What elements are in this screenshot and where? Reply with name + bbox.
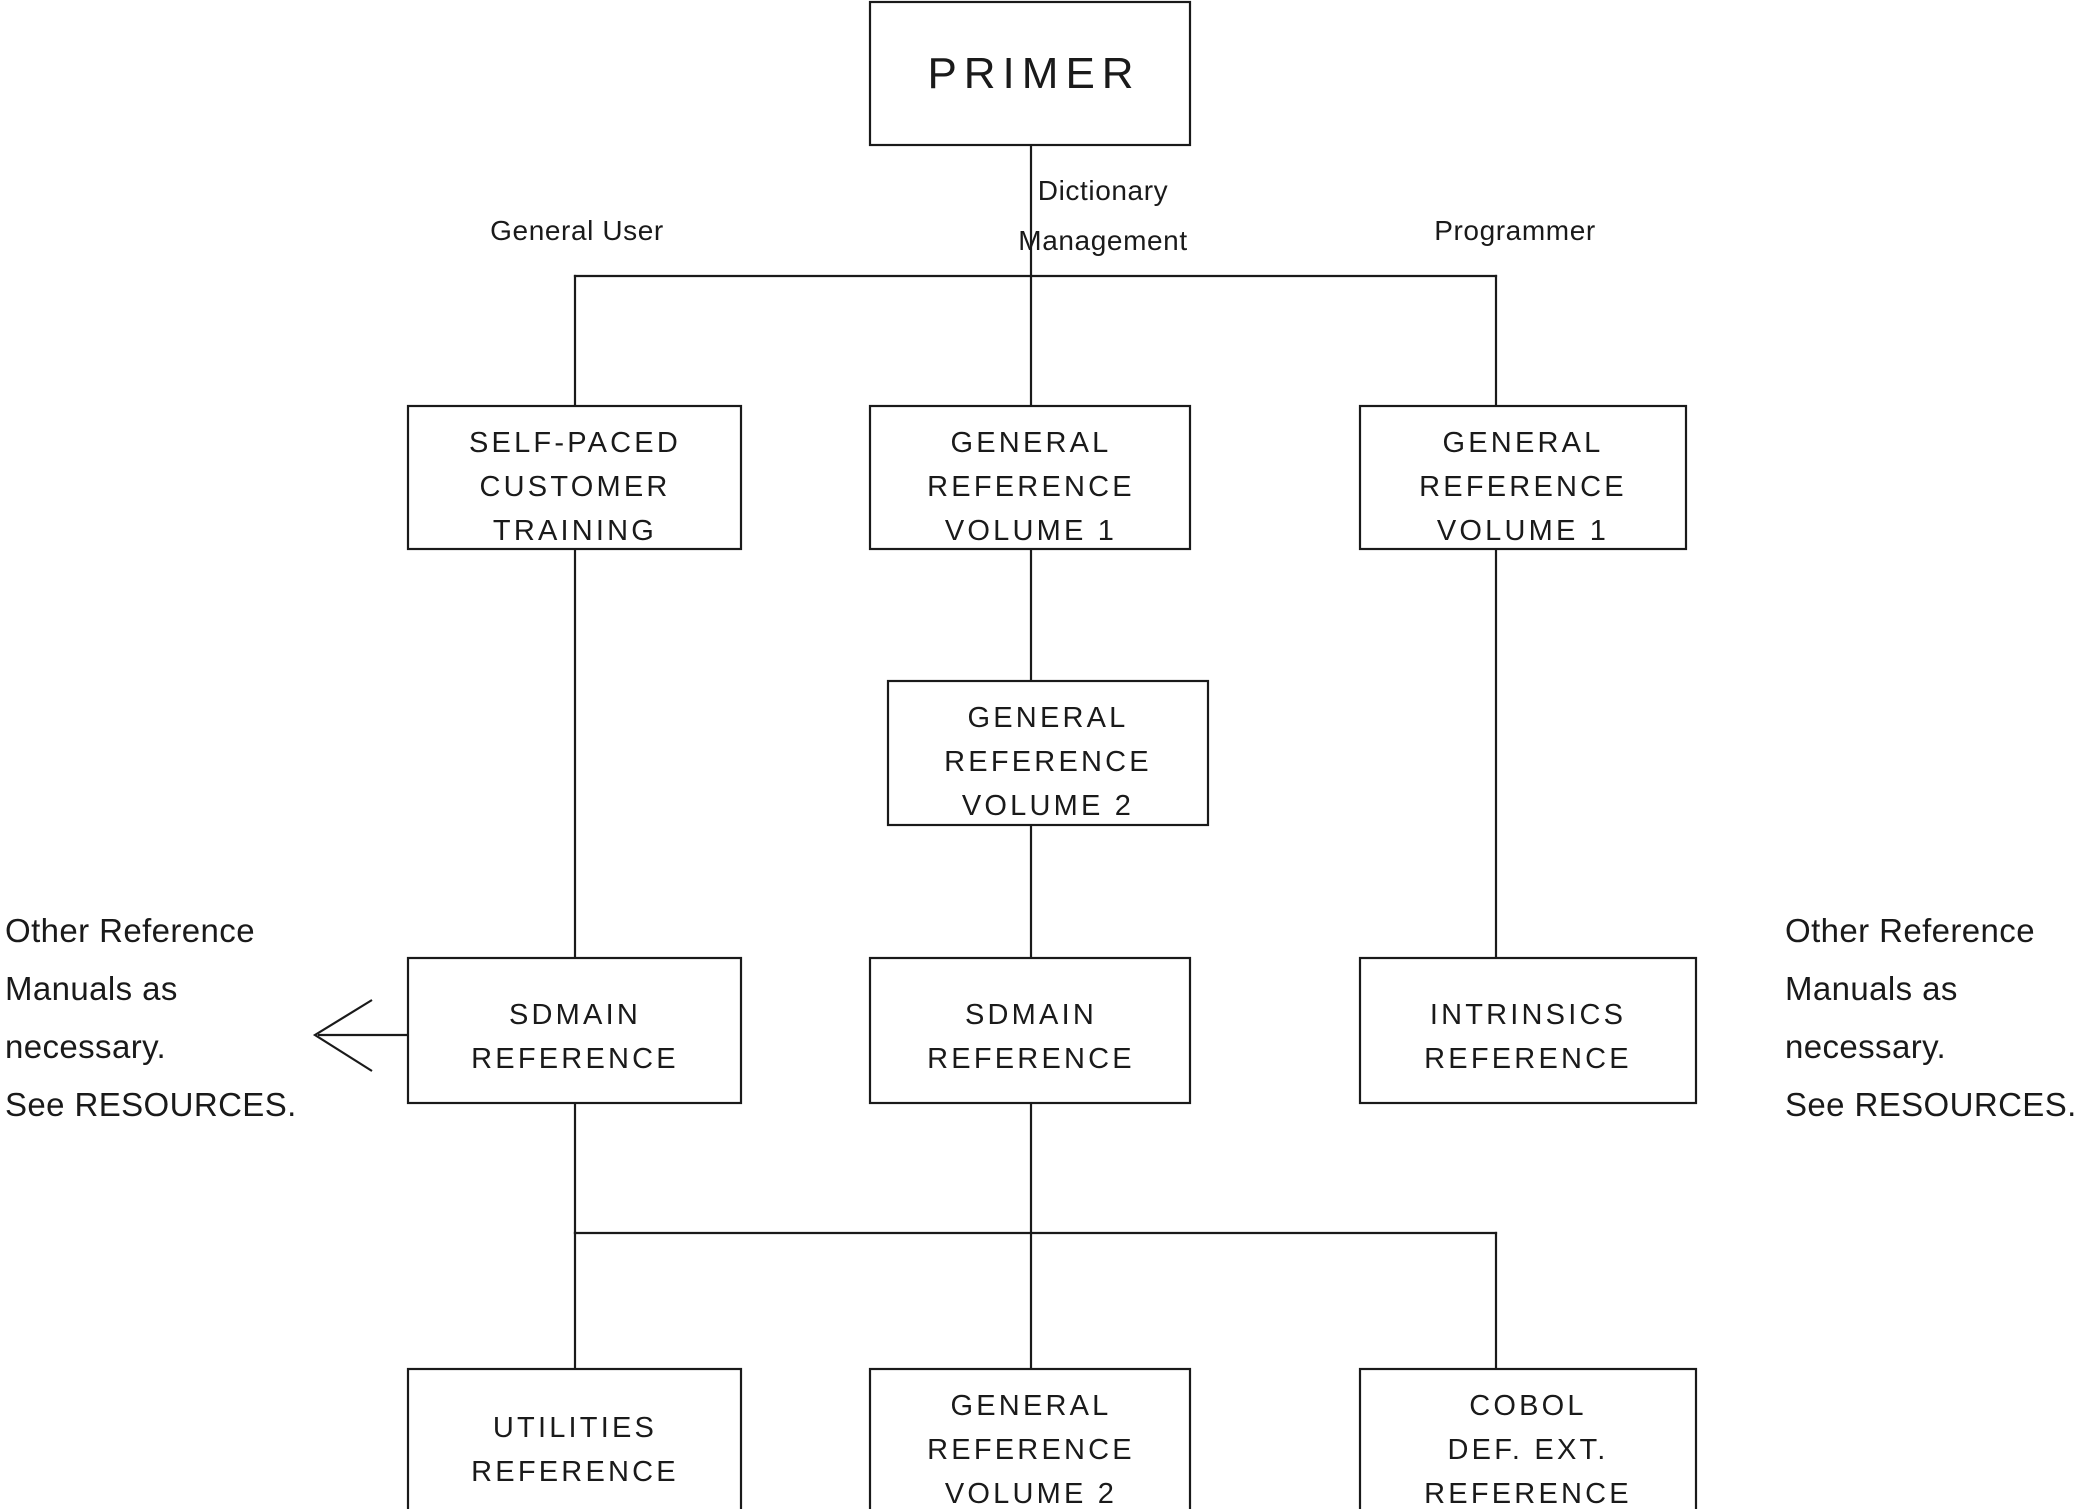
node-sdmain-reference-left[interactable]: SDMAIN REFERENCE	[406, 956, 743, 1105]
node-utilities-line2: REFERENCE	[471, 1456, 679, 1488]
note-left-line2: Manuals as	[5, 970, 178, 1007]
node-cobol-line2: DEF. EXT.	[1448, 1434, 1609, 1466]
node-gr-v1-pg-line1: GENERAL	[1443, 427, 1604, 459]
node-general-reference-volume-2-mid[interactable]: GENERAL REFERENCE VOLUME 2	[886, 679, 1210, 827]
node-gr-v2-bottom-line1: GENERAL	[951, 1390, 1112, 1422]
node-cobol-line3: REFERENCE	[1424, 1478, 1632, 1509]
edge-label-dictionary-management-line2: Management	[1018, 225, 1187, 256]
node-utilities-reference[interactable]: UTILITIES REFERENCE	[406, 1367, 743, 1509]
node-sdmain-reference-mid[interactable]: SDMAIN REFERENCE	[868, 956, 1192, 1105]
node-gr-v2-bottom-line3: VOLUME 2	[945, 1478, 1117, 1509]
node-sdmain-mid-line2: REFERENCE	[927, 1043, 1135, 1075]
note-left-line1: Other Reference	[5, 912, 255, 949]
node-sdmain-reference-left-box[interactable]	[406, 956, 743, 1105]
node-gr-v1-pg-line2: REFERENCE	[1419, 471, 1627, 503]
node-utilities-reference-box[interactable]	[406, 1367, 743, 1509]
note-right-line4: See RESOURCES.	[1785, 1086, 2077, 1123]
node-primer-box[interactable]	[868, 0, 1192, 147]
node-gr-v2-mid-line2: REFERENCE	[944, 746, 1152, 778]
node-intrinsics-line2: REFERENCE	[1424, 1043, 1632, 1075]
node-general-reference-volume-1-dm-box[interactable]	[868, 404, 1192, 551]
node-primer-label: PRIMER	[927, 49, 1140, 98]
node-gr-v1-dm-line3: VOLUME 1	[945, 515, 1117, 547]
node-self-paced-line3: TRAINING	[493, 515, 657, 547]
node-utilities-line1: UTILITIES	[493, 1412, 657, 1444]
node-gr-v2-mid-line3: VOLUME 2	[962, 790, 1134, 822]
connector-lines	[573, 143, 1498, 1371]
node-general-reference-volume-2-mid-box[interactable]	[886, 679, 1210, 827]
node-gr-v2-bottom-line2: REFERENCE	[927, 1434, 1135, 1466]
node-general-reference-volume-1-dm[interactable]: GENERAL REFERENCE VOLUME 1	[868, 404, 1192, 551]
node-sdmain-reference-mid-box[interactable]	[868, 956, 1192, 1105]
node-gr-v1-dm-line1: GENERAL	[951, 427, 1112, 459]
node-gr-v1-dm-line2: REFERENCE	[927, 471, 1135, 503]
node-sdmain-left-line1: SDMAIN	[509, 999, 641, 1031]
node-intrinsics-reference[interactable]: INTRINSICS REFERENCE	[1358, 956, 1698, 1105]
note-left-line4: See RESOURCES.	[5, 1086, 297, 1123]
note-right-line2: Manuals as	[1785, 970, 1958, 1007]
node-self-paced-customer-training-box[interactable]	[406, 404, 743, 551]
node-intrinsics-line1: INTRINSICS	[1430, 999, 1626, 1031]
edge-label-general-user: General User	[490, 215, 664, 246]
node-general-reference-volume-2-bottom[interactable]: GENERAL REFERENCE VOLUME 2	[868, 1367, 1192, 1509]
edge-label-programmer: Programmer	[1434, 215, 1596, 246]
note-left-line3: necessary.	[5, 1028, 166, 1065]
node-general-reference-volume-1-pg[interactable]: GENERAL REFERENCE VOLUME 1	[1358, 404, 1688, 551]
node-self-paced-customer-training[interactable]: SELF-PACED CUSTOMER TRAINING	[406, 404, 743, 551]
node-general-reference-volume-1-pg-box[interactable]	[1358, 404, 1688, 551]
note-right-line1: Other Reference	[1785, 912, 2035, 949]
node-gr-v2-mid-line1: GENERAL	[968, 702, 1129, 734]
edge-label-dictionary-management-line1: Dictionary	[1038, 175, 1168, 206]
node-cobol-def-ext-reference-box[interactable]	[1358, 1367, 1698, 1509]
note-left-other-reference-manuals: Other Reference Manuals as necessary. Se…	[5, 912, 297, 1123]
node-gr-v1-pg-line3: VOLUME 1	[1437, 515, 1609, 547]
branch-edge-labels: General User Dictionary Management Progr…	[490, 175, 1596, 256]
node-self-paced-line1: SELF-PACED	[469, 427, 681, 459]
node-sdmain-mid-line1: SDMAIN	[965, 999, 1097, 1031]
node-intrinsics-reference-box[interactable]	[1358, 956, 1698, 1105]
node-general-reference-volume-2-bottom-box[interactable]	[868, 1367, 1192, 1509]
note-right-other-reference-manuals: Other Reference Manuals as necessary. Se…	[1785, 912, 2077, 1123]
note-right-line3: necessary.	[1785, 1028, 1946, 1065]
node-sdmain-left-line2: REFERENCE	[471, 1043, 679, 1075]
node-self-paced-line2: CUSTOMER	[479, 471, 670, 503]
left-note-arrow-head	[312, 999, 373, 1072]
node-primer[interactable]: PRIMER	[868, 0, 1192, 147]
node-cobol-def-ext-reference[interactable]: COBOL DEF. EXT. REFERENCE	[1358, 1367, 1698, 1509]
node-cobol-line1: COBOL	[1469, 1390, 1587, 1422]
